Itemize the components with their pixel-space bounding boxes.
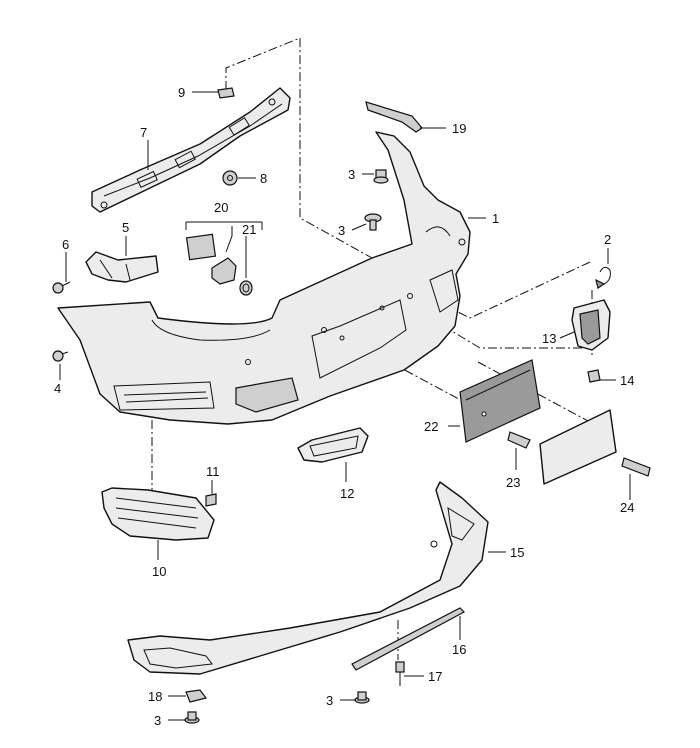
callout-9: 9 bbox=[178, 85, 185, 100]
callout-3: 3 bbox=[326, 693, 333, 708]
part-20-parking-sensor bbox=[185, 226, 237, 285]
callout-22: 22 bbox=[424, 419, 438, 434]
callout-23: 23 bbox=[506, 475, 520, 490]
callout-3: 3 bbox=[154, 713, 161, 728]
callout-18: 18 bbox=[148, 689, 162, 704]
part-10-grille bbox=[101, 487, 215, 541]
callout-16: 16 bbox=[452, 642, 466, 657]
part-14-screw bbox=[587, 369, 601, 383]
callout-8: 8 bbox=[260, 171, 267, 186]
part-3-clip-middle bbox=[364, 213, 382, 231]
part-11-clip bbox=[205, 493, 217, 507]
part-13-light-housing bbox=[571, 299, 611, 351]
callout-13: 13 bbox=[542, 331, 556, 346]
part-21-sensor-ring bbox=[239, 280, 253, 296]
part-12-reflector bbox=[297, 427, 369, 463]
callout-5: 5 bbox=[122, 220, 129, 235]
part-19-trim-strip bbox=[365, 101, 423, 133]
callout-20: 20 bbox=[214, 200, 228, 215]
part-23-screw bbox=[507, 431, 531, 449]
callout-12: 12 bbox=[340, 486, 354, 501]
part-6-screw bbox=[52, 281, 71, 294]
callout-21: 21 bbox=[242, 222, 256, 237]
callout-24: 24 bbox=[620, 500, 634, 515]
part-16-strip bbox=[351, 607, 465, 671]
part-9-clip bbox=[217, 87, 235, 99]
part-5-bracket bbox=[85, 251, 159, 283]
part-3-screw-bottom-right bbox=[354, 691, 370, 704]
part-4-clip bbox=[52, 350, 69, 362]
callout-19: 19 bbox=[452, 121, 466, 136]
callout-4: 4 bbox=[54, 381, 61, 396]
callout-3: 3 bbox=[348, 167, 355, 182]
part-18-clip bbox=[185, 689, 208, 703]
callout-1: 1 bbox=[492, 211, 499, 226]
callout-11: 11 bbox=[206, 464, 220, 479]
part-8-nut bbox=[222, 170, 238, 186]
part-3-screw-bottom-left bbox=[184, 711, 200, 724]
part-17-stud bbox=[395, 661, 405, 686]
leader-lines bbox=[59, 91, 631, 721]
callout-6: 6 bbox=[62, 237, 69, 252]
callout-14: 14 bbox=[620, 373, 634, 388]
part-2-clip bbox=[595, 266, 611, 289]
part-3-screw-top bbox=[373, 169, 389, 184]
callout-7: 7 bbox=[140, 125, 147, 140]
callout-17: 17 bbox=[428, 669, 442, 684]
part-15-lower-spoiler bbox=[127, 481, 489, 675]
callout-labels: 1 2 3 3 3 3 4 5 6 7 8 9 10 11 12 13 14 1… bbox=[54, 85, 634, 728]
callout-15: 15 bbox=[510, 545, 524, 560]
part-24-licence-plate bbox=[539, 409, 651, 485]
part-1-bumper-cover bbox=[57, 131, 471, 425]
part-22-plate-base bbox=[459, 359, 541, 443]
callout-2: 2 bbox=[604, 232, 611, 247]
callout-10: 10 bbox=[152, 564, 166, 579]
callout-3: 3 bbox=[338, 223, 345, 238]
part-7-carrier-bar bbox=[91, 87, 291, 213]
